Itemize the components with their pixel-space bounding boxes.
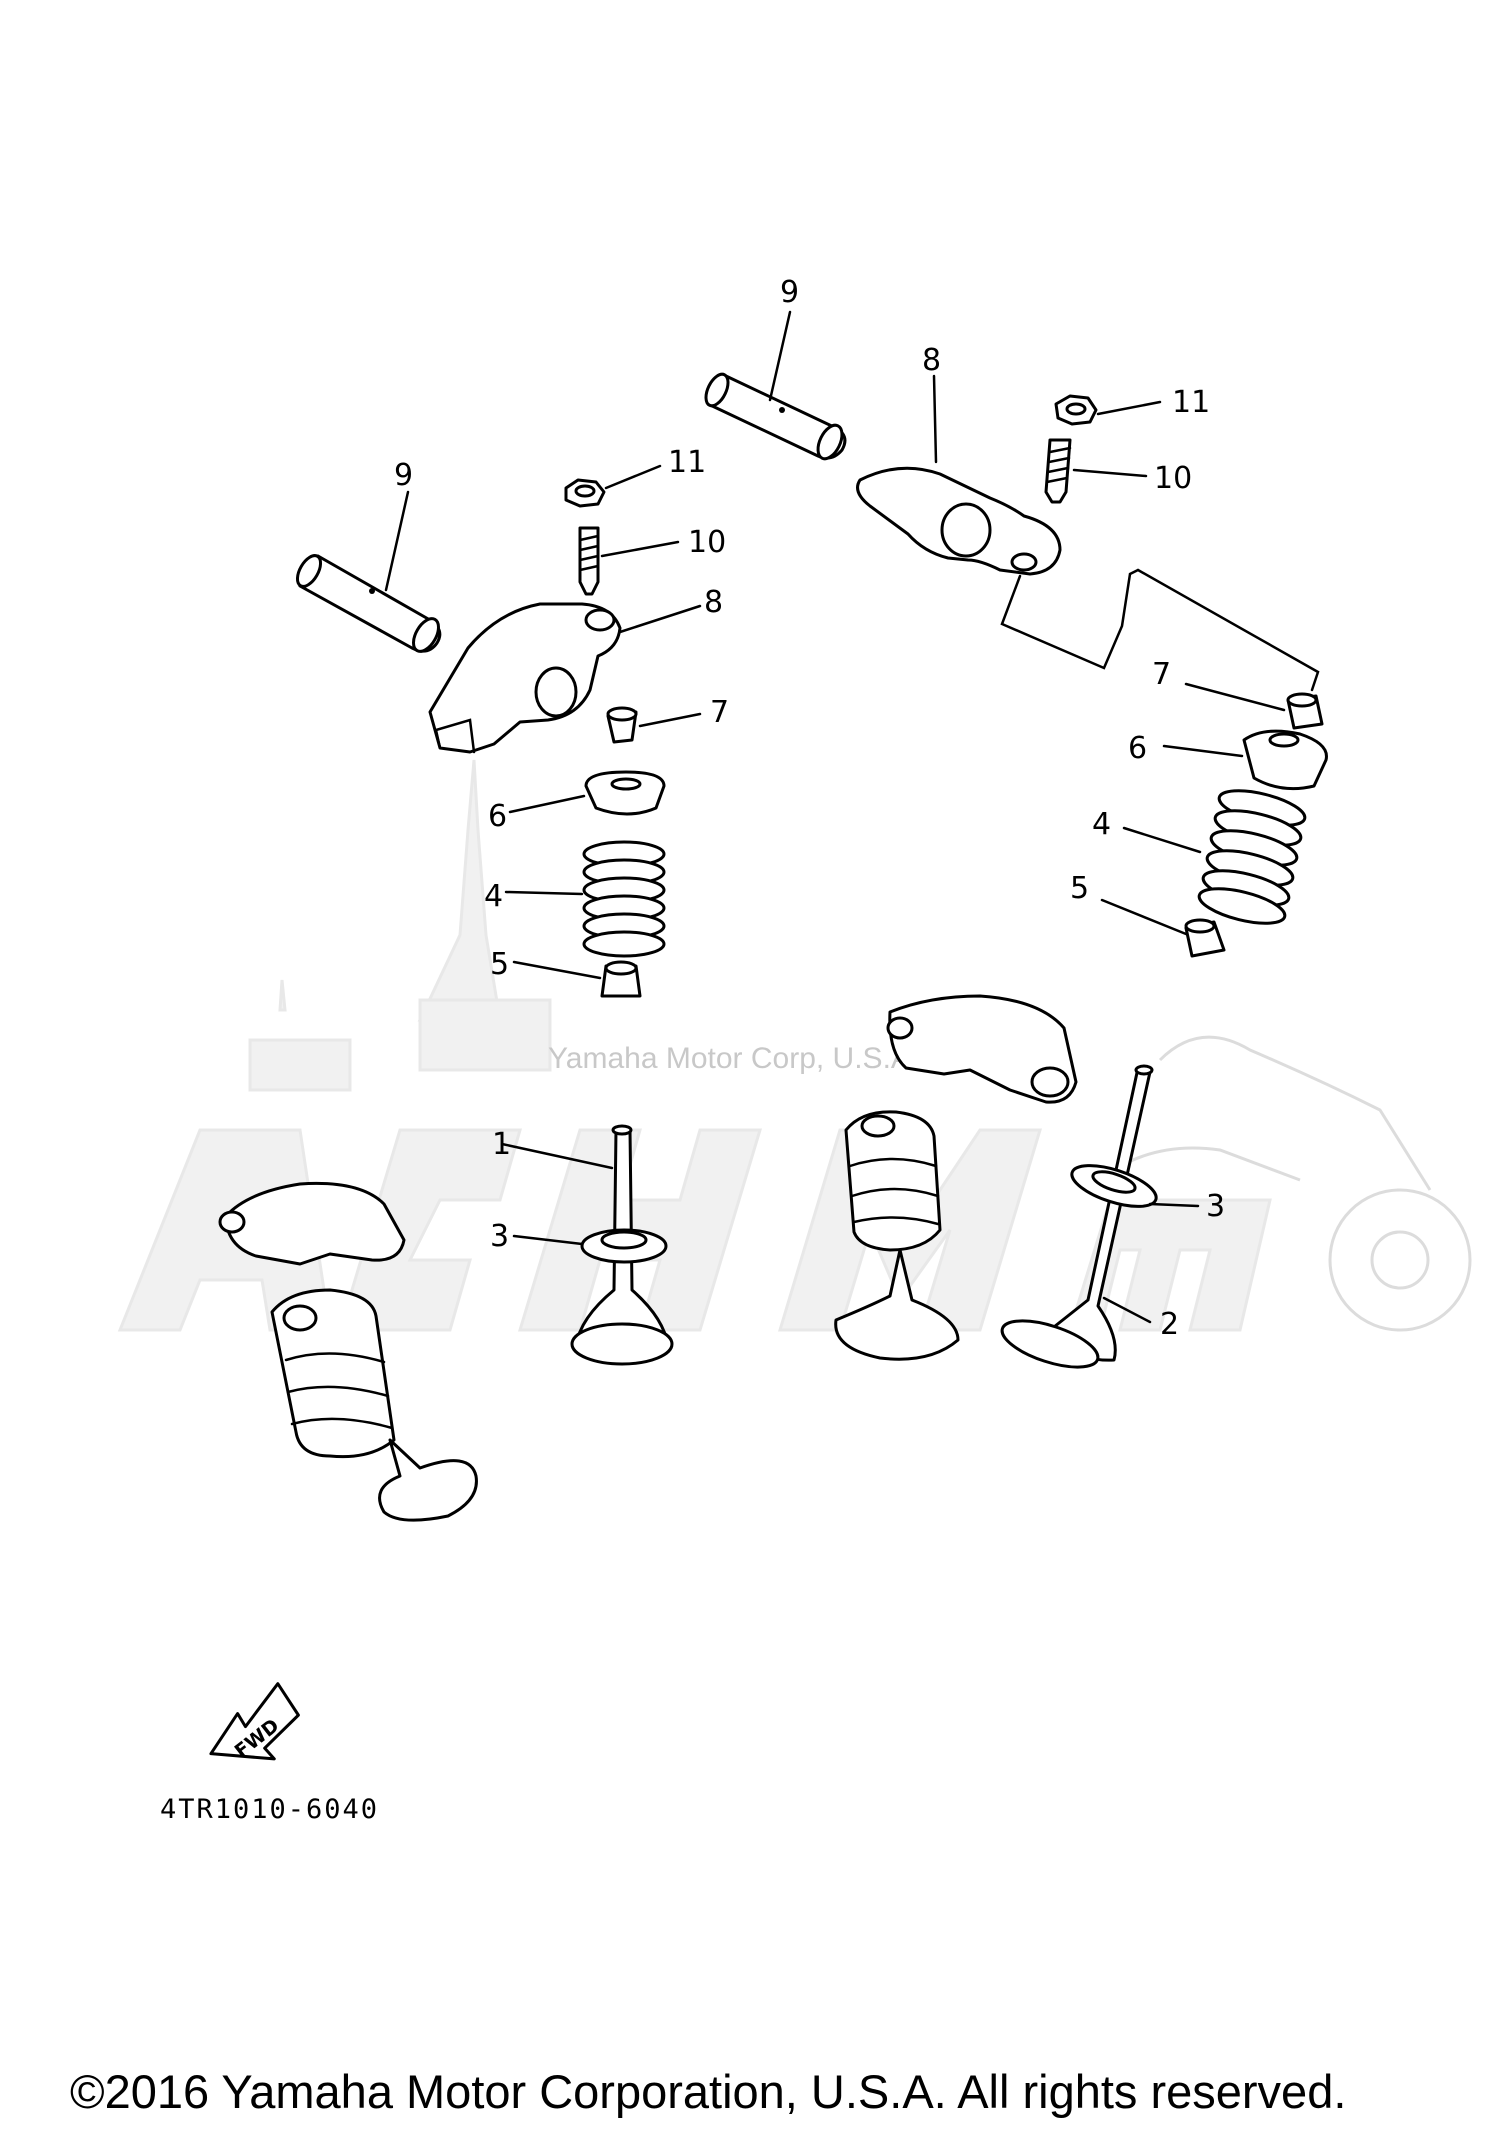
diagram-code: 4TR1010-6040 [160, 1794, 379, 1825]
rocker-arm-right [856, 374, 1062, 576]
callout-2: 2 [1160, 1307, 1179, 1342]
valve-spring-left [504, 840, 666, 958]
callout-1: 1 [492, 1127, 511, 1162]
spring-retainer-left [508, 770, 666, 816]
exhaust-valve [1000, 1064, 1154, 1369]
assembly-bracket [1000, 568, 1320, 692]
rocker-shaft-left [295, 490, 442, 653]
adjusting-screw-left [578, 526, 680, 596]
callout-7-left: 7 [710, 695, 729, 730]
locknut-right [1054, 394, 1162, 426]
callout-6-left: 6 [488, 799, 507, 834]
copyright-notice: ©2016 Yamaha Motor Corporation, U.S.A. A… [70, 2065, 1346, 2118]
locknut-left [564, 464, 662, 508]
valve-stem-seal-left [512, 960, 642, 998]
adjusting-screw-right [1044, 438, 1148, 504]
valve-cotter-right [1184, 682, 1324, 730]
valve-spring-right [1122, 789, 1307, 925]
callout-8-left: 8 [704, 585, 723, 620]
callout-3-right: 3 [1206, 1189, 1225, 1224]
callout-6-right: 6 [1128, 731, 1147, 766]
fwd-arrow-icon: FWD [209, 1682, 300, 1763]
valve-stem-seal-right [1100, 898, 1226, 958]
valve-seat-right [1070, 1164, 1200, 1208]
watermark-text: Yamaha Motor Corp, U.S.A. [548, 1042, 919, 1075]
callout-9-left: 9 [394, 458, 413, 493]
callout-10-right: 10 [1154, 461, 1192, 496]
callout-4-right: 4 [1092, 807, 1111, 842]
callout-5-left: 5 [490, 947, 509, 982]
spring-retainer-right [1162, 729, 1328, 791]
assembled-valve-right [834, 994, 1078, 1361]
callout-11-left: 11 [668, 445, 706, 480]
callout-8-right: 8 [922, 343, 941, 378]
valve-cotter-left [606, 706, 702, 744]
rocker-arm-left [428, 602, 702, 754]
assembled-valve-left [218, 1181, 478, 1522]
valve-seat-left [512, 1228, 668, 1264]
callout-10-left: 10 [688, 525, 726, 560]
callout-3-left: 3 [490, 1219, 509, 1254]
callout-5-right: 5 [1070, 871, 1089, 906]
callout-11-right: 11 [1172, 385, 1210, 420]
callout-4-left: 4 [484, 879, 503, 914]
rocker-shaft-right [704, 310, 847, 461]
callout-7-right: 7 [1152, 657, 1171, 692]
callout-9-right: 9 [780, 275, 799, 310]
